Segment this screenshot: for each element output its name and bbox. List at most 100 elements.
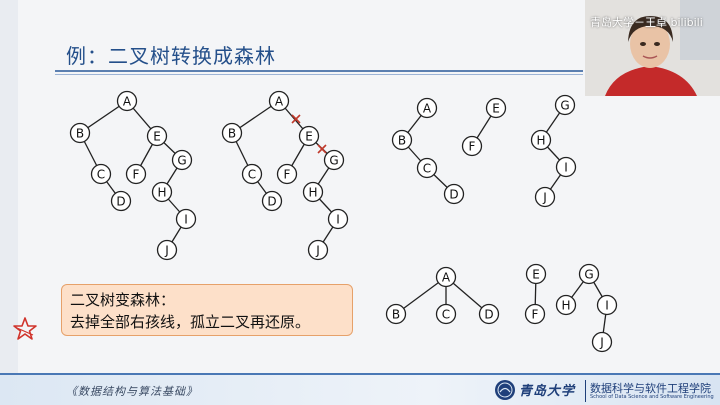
tree-node: G xyxy=(554,94,576,116)
node-label: F xyxy=(532,307,539,321)
footer-divider xyxy=(585,380,586,402)
node-label: E xyxy=(153,129,161,143)
tree-node: F xyxy=(125,163,147,185)
binary-tree-part-a: AB C D xyxy=(391,97,465,205)
slide-footer xyxy=(0,375,720,405)
node-label: B xyxy=(76,126,84,140)
title-underline-thin xyxy=(55,74,583,75)
tree-node: G xyxy=(578,263,600,285)
tree-node: I xyxy=(175,208,197,230)
title-underline xyxy=(55,70,583,72)
tree-node: C xyxy=(90,163,112,185)
video-caption: 青岛大学－王卓 bilibili xyxy=(590,16,703,29)
forest-tree-a: A B C D xyxy=(385,266,500,325)
tree-node: E xyxy=(298,125,320,147)
rule-callout: 二叉树变森林： 去掉全部右孩线，孤立二叉再还原。 xyxy=(61,284,353,336)
tree-node: B xyxy=(69,122,91,144)
tree-node: D xyxy=(478,303,500,325)
tree-node: D xyxy=(443,183,465,205)
tree-node: A xyxy=(435,266,457,288)
node-label: C xyxy=(423,161,431,175)
tree-node: I xyxy=(596,294,618,316)
tree-node: B xyxy=(391,129,413,151)
binary-tree-part-g: G HI J xyxy=(530,94,577,208)
cut-mark xyxy=(317,144,327,154)
course-name: 《数据结构与算法基础》 xyxy=(66,385,198,398)
slide-title: 例：二叉树转换成森林 xyxy=(66,44,276,68)
node-label: J xyxy=(599,335,604,349)
tree-node: G xyxy=(171,149,193,171)
tree-node: E xyxy=(485,97,507,119)
tree-node: A xyxy=(116,90,138,112)
rule-heading: 二叉树变森林： xyxy=(70,291,176,309)
node-label: I xyxy=(184,212,188,226)
node-label: E xyxy=(305,129,313,143)
node-label: G xyxy=(560,98,569,112)
star-icon xyxy=(13,317,37,340)
node-label: E xyxy=(492,101,500,115)
node-label: D xyxy=(267,194,276,208)
presenter-figure xyxy=(585,0,720,96)
school-name-cn: 数据科学与软件工程学院 xyxy=(590,382,711,395)
tree-node: H xyxy=(530,129,552,151)
node-label: D xyxy=(116,194,125,208)
tree-node: J xyxy=(156,239,178,261)
node-label: A xyxy=(123,94,132,108)
node-label: J xyxy=(542,190,547,204)
presenter-video xyxy=(585,0,720,96)
node-label: D xyxy=(484,307,493,321)
university-name: 青岛大学 xyxy=(519,384,576,399)
node-label: H xyxy=(308,185,317,199)
tree-node: E xyxy=(525,263,547,285)
node-label: J xyxy=(164,243,169,257)
footer-strip xyxy=(0,373,720,376)
node-label: I xyxy=(605,298,609,312)
node-label: G xyxy=(177,153,186,167)
tree-node: I xyxy=(555,156,577,178)
tree-node: H xyxy=(302,181,324,203)
tree-node: C xyxy=(241,163,263,185)
binary-tree-part-e: EF xyxy=(461,97,507,157)
tree-node: H xyxy=(151,181,173,203)
node-label: J xyxy=(315,243,320,257)
tree-node: E xyxy=(146,125,168,147)
tree-node: D xyxy=(261,190,283,212)
tree-node: B xyxy=(385,303,407,325)
node-label: B xyxy=(392,307,400,321)
tree-node: C xyxy=(416,157,438,179)
tree-node: B xyxy=(221,122,243,144)
tree-node: J xyxy=(591,331,613,353)
tree-node: F xyxy=(524,303,546,325)
cut-mark xyxy=(291,114,301,124)
node-label: A xyxy=(275,94,284,108)
node-label: G xyxy=(329,153,338,167)
tree-node: F xyxy=(276,163,298,185)
school-name-en: School of Data Science and Software Engi… xyxy=(590,394,714,400)
node-label: C xyxy=(248,167,256,181)
node-label: A xyxy=(442,270,451,284)
tree-node: J xyxy=(534,186,556,208)
node-label: H xyxy=(157,185,166,199)
node-label: G xyxy=(584,267,593,281)
forest-tree-e: EF xyxy=(524,263,547,325)
tree-node: I xyxy=(327,208,349,230)
tree-node: G xyxy=(323,149,345,171)
tree-node: C xyxy=(435,303,457,325)
node-label: I xyxy=(336,212,340,226)
university-seal-icon xyxy=(495,380,515,400)
node-label: D xyxy=(449,187,458,201)
binary-tree-cut: A B E C F G D H I J xyxy=(221,90,349,261)
rule-text: 去掉全部右孩线，孤立二叉再还原。 xyxy=(70,313,311,331)
node-label: I xyxy=(564,160,568,174)
slide-left-margin xyxy=(0,0,18,405)
tree-node: A xyxy=(416,97,438,119)
node-label: E xyxy=(532,267,540,281)
tree-node: F xyxy=(461,135,483,157)
node-label: B xyxy=(228,126,236,140)
node-label: C xyxy=(97,167,105,181)
node-label: B xyxy=(398,133,406,147)
binary-tree-original: A B E C F G D H I J xyxy=(69,90,197,261)
